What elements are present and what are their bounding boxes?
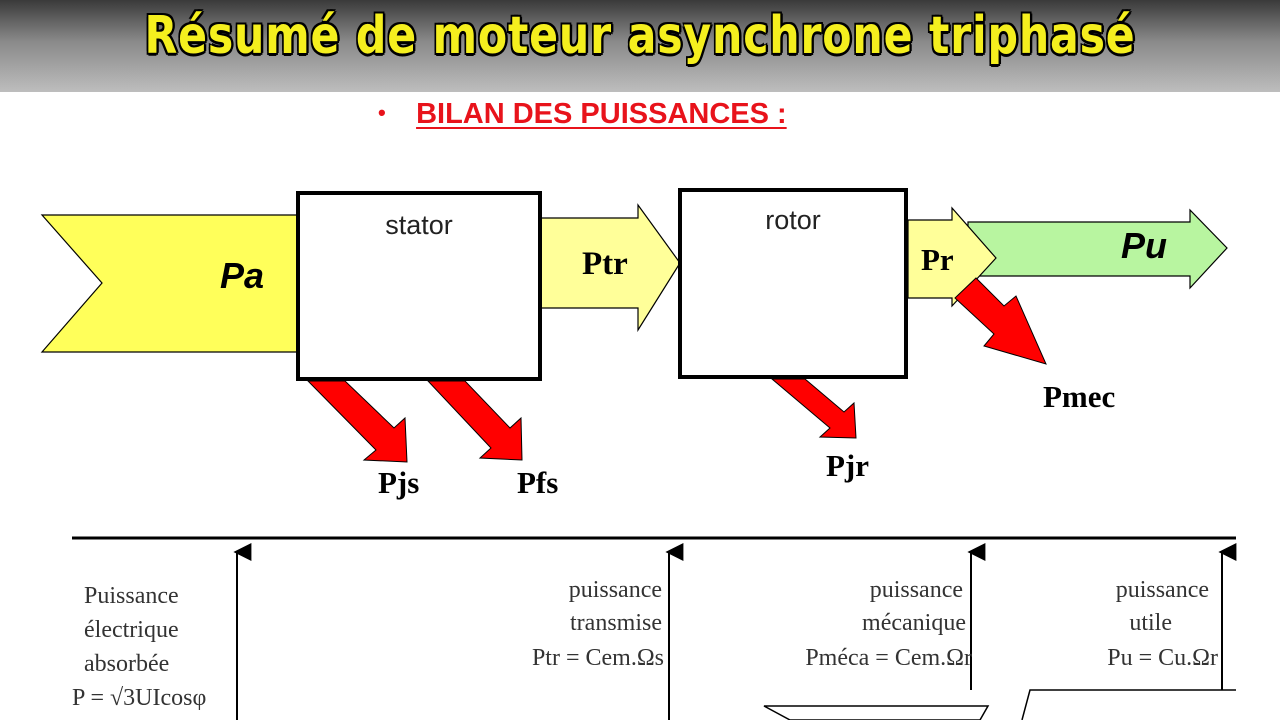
- bottom-shape-left: [763, 705, 990, 720]
- pfs-loss-arrow: [426, 380, 523, 461]
- mechanical-annotation: puissance mécanique Pméca = Cem.Ωr: [805, 577, 972, 671]
- absorbed-line-1: Puissance: [84, 583, 179, 609]
- ptr-label: Ptr: [582, 246, 628, 282]
- transmitted-line-1: puissance: [569, 577, 662, 603]
- pr-label: Pr: [921, 242, 954, 277]
- pmec-loss-arrow: [954, 277, 1047, 365]
- useful-line-1: puissance: [1116, 577, 1209, 603]
- absorbed-line-2: électrique: [84, 617, 179, 643]
- absorbed-annotation: Puissance électrique absorbée P = √3UIco…: [72, 583, 206, 711]
- stator-box: [296, 191, 542, 381]
- pa-label: Pa: [220, 255, 264, 296]
- transmitted-annotation: puissance transmise Ptr = Cem.Ωs: [532, 577, 664, 671]
- ptr-flow-arrow: [539, 203, 681, 333]
- section-heading: • BILAN DES PUISSANCES :: [378, 98, 787, 138]
- mechanical-formula: Pméca = Cem.Ωr: [805, 645, 972, 671]
- pmec-label: Pmec: [1043, 379, 1115, 414]
- transmitted-line-2: transmise: [570, 610, 662, 636]
- rotor-box: [678, 188, 908, 379]
- pfs-label: Pfs: [517, 465, 558, 500]
- pjr-label: Pjr: [826, 448, 869, 483]
- page-title: Résumé de moteur asynchrone triphasé: [144, 6, 1136, 66]
- useful-formula: Pu = Cu.Ωr: [1107, 645, 1218, 671]
- absorbed-formula: P = √3UIcosφ: [72, 685, 206, 711]
- useful-annotation: puissance utile Pu = Cu.Ωr: [1107, 577, 1218, 671]
- mechanical-line-1: puissance: [870, 577, 963, 603]
- pa-flow-arrow: [40, 207, 313, 359]
- title-banner: Résumé de moteur asynchrone triphasé: [0, 0, 1280, 92]
- stator-label: stator: [385, 210, 453, 240]
- transmitted-formula: Ptr = Cem.Ωs: [532, 645, 664, 671]
- pjr-loss-arrow: [770, 378, 857, 439]
- absorbed-line-3: absorbée: [84, 651, 169, 677]
- heading-text: BILAN DES PUISSANCES :: [416, 98, 787, 130]
- mechanical-line-2: mécanique: [862, 610, 966, 636]
- pjs-loss-arrow: [306, 380, 408, 463]
- rotor-label: rotor: [765, 205, 821, 235]
- pu-label: Pu: [1121, 225, 1167, 266]
- bottom-shape-right: [1021, 689, 1236, 720]
- pjs-label: Pjs: [378, 465, 419, 500]
- heading-bullet: •: [378, 100, 386, 125]
- useful-line-2: utile: [1129, 610, 1172, 636]
- pu-flow-arrow: [967, 208, 1228, 290]
